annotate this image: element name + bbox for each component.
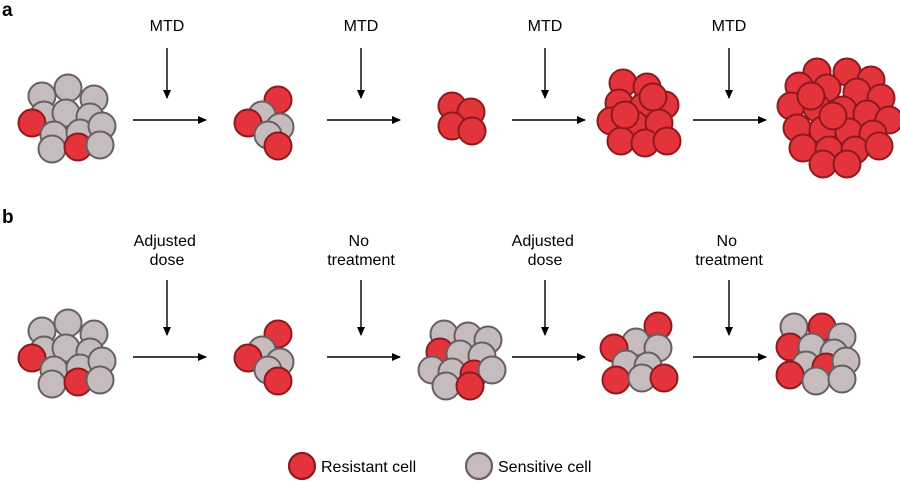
resistant-cell — [17, 343, 47, 373]
sensitive-cell — [801, 366, 831, 396]
resistant-cell — [638, 82, 668, 112]
resistant-cell — [17, 108, 47, 138]
panel-b-step-label-2: No treatment — [327, 233, 395, 269]
sensitive-cell — [53, 73, 83, 103]
resistant-cell — [457, 116, 487, 146]
legend-sensitive-swatch — [464, 451, 494, 481]
tumor-cell-clusters — [17, 57, 900, 401]
resistant-cell — [263, 366, 293, 396]
resistant-cell — [455, 371, 485, 401]
panel-b-step-label-1: Adjusted dose — [134, 233, 201, 269]
panel-a-step-label-1: MTD — [150, 18, 185, 35]
panel-b-step-label-3: Adjusted dose — [512, 233, 579, 269]
panel-b-step-label-4: No treatment — [695, 233, 763, 269]
resistant-cell — [610, 100, 640, 130]
sensitive-cell — [827, 364, 857, 394]
legend-resistant-swatch — [287, 451, 317, 481]
sensitive-cell — [431, 371, 461, 401]
resistant-cell — [808, 149, 838, 179]
resistant-cell — [832, 149, 862, 179]
sensitive-cell — [53, 308, 83, 338]
panel-b-cluster-2 — [233, 319, 295, 396]
resistant-cell — [864, 131, 894, 161]
panel-a-cluster-3 — [437, 91, 487, 146]
panel-a-step-label-3: MTD — [528, 18, 563, 35]
panel-b-cluster-5 — [775, 312, 861, 396]
panel-b-label: b — [2, 207, 14, 228]
sensitive-cell — [37, 134, 67, 164]
resistant-cell — [652, 126, 682, 156]
panel-b-cluster-4 — [599, 311, 679, 395]
sensitive-cell — [85, 130, 115, 160]
legend: Resistant cell Sensitive cell — [287, 451, 591, 481]
panel-b-cluster-1 — [17, 308, 117, 399]
resistant-cell — [649, 363, 679, 393]
sensitive-cell — [85, 365, 115, 395]
panel-a-step-label-4: MTD — [712, 18, 747, 35]
panel-b-cluster-3 — [417, 319, 507, 401]
resistant-cell — [601, 365, 631, 395]
resistant-cell — [818, 101, 848, 131]
legend-resistant-label: Resistant cell — [321, 459, 416, 476]
resistant-cell — [796, 81, 826, 111]
resistant-cell — [263, 131, 293, 161]
resistant-cell — [606, 126, 636, 156]
legend-sensitive-label: Sensitive cell — [498, 459, 591, 476]
panel-a-label: a — [2, 0, 13, 21]
sensitive-cell — [37, 369, 67, 399]
panel-a-step-label-2: MTD — [344, 18, 379, 35]
panel-a-cluster-5 — [776, 57, 900, 179]
panel-a-cluster-1 — [17, 73, 117, 164]
resistant-cell — [775, 360, 805, 390]
sensitive-cell — [477, 355, 507, 385]
panel-a-cluster-2 — [233, 85, 295, 161]
panel-a-cluster-4 — [596, 68, 682, 158]
